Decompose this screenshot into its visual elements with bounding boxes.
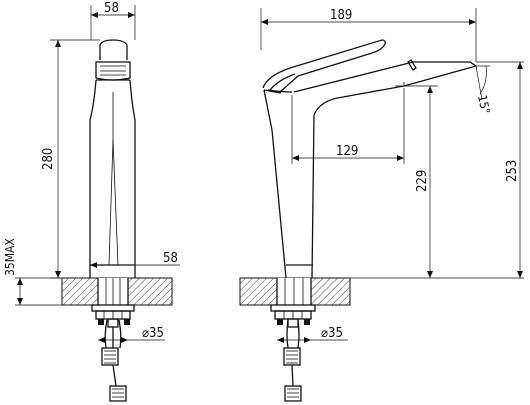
front-hole-diameter-dimension: ⌀35 bbox=[98, 326, 165, 343]
side-spout bbox=[311, 61, 478, 279]
side-overall-height-dimension: 253 bbox=[476, 61, 524, 278]
side-overall-height-label: 253 bbox=[505, 160, 520, 182]
front-view: 58 280 58 bbox=[3, 1, 180, 402]
side-spout-angle-label: 15° bbox=[475, 94, 493, 116]
side-reach-dimension: 129 bbox=[291, 88, 405, 164]
front-countertop bbox=[15, 277, 173, 306]
front-base-width-label: 58 bbox=[163, 251, 178, 266]
front-deck-thickness-dimension: 35MAX bbox=[3, 238, 23, 305]
front-supply-hoses bbox=[101, 319, 127, 402]
front-mounting-nut bbox=[91, 304, 135, 348]
side-hole-diameter-label: ⌀35 bbox=[321, 326, 343, 341]
side-reach-label: 129 bbox=[336, 144, 358, 159]
side-hole-diameter-dimension: ⌀35 bbox=[277, 326, 348, 343]
side-mounting-nut bbox=[270, 304, 316, 328]
front-height-label: 280 bbox=[41, 148, 56, 170]
front-body bbox=[89, 79, 136, 278]
side-view: 189 15° bbox=[239, 8, 524, 402]
front-handle bbox=[95, 39, 131, 81]
side-length-label: 189 bbox=[330, 8, 352, 23]
front-deck-thickness-label: 35MAX bbox=[3, 238, 17, 276]
side-spout-angle: 15° bbox=[475, 65, 493, 116]
side-spout-height-dimension: 229 bbox=[395, 85, 438, 278]
side-spout-height-label: 229 bbox=[415, 170, 430, 192]
side-countertop bbox=[239, 277, 351, 306]
side-handle bbox=[262, 39, 417, 94]
side-body bbox=[263, 89, 313, 279]
front-base-width-dimension: 58 bbox=[90, 251, 180, 268]
front-top-width-dimension: 58 bbox=[90, 1, 136, 40]
side-length-dimension: 189 bbox=[260, 8, 477, 62]
front-height-dimension: 280 bbox=[41, 39, 100, 279]
front-hole-diameter-label: ⌀35 bbox=[142, 326, 164, 341]
front-top-width-label: 58 bbox=[104, 1, 119, 16]
side-supply-hoses bbox=[283, 319, 302, 402]
